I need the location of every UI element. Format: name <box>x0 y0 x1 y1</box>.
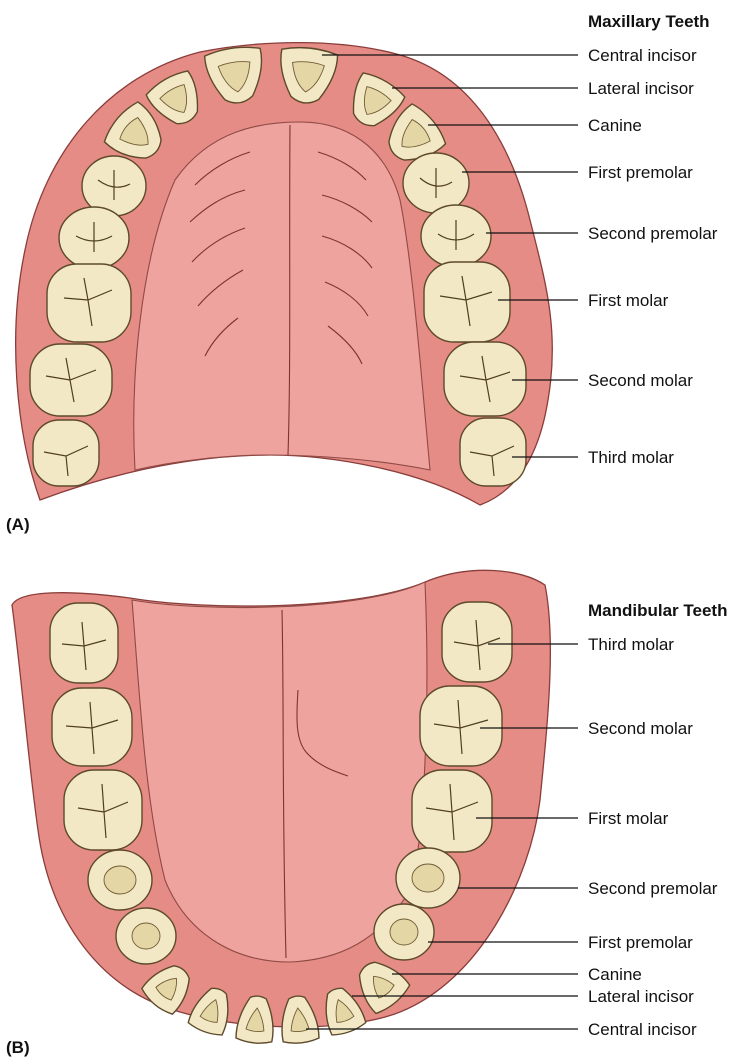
label-upper-lateral-incisor: Lateral incisor <box>588 79 694 98</box>
maxillary-title: Maxillary Teeth <box>588 12 710 31</box>
maxillary-arch <box>16 43 553 505</box>
label-upper-first-premolar: First premolar <box>588 163 693 182</box>
label-lower-canine: Canine <box>588 965 642 984</box>
tooth <box>47 264 131 342</box>
tooth <box>403 153 469 213</box>
tooth <box>444 342 526 416</box>
tooth <box>421 205 491 267</box>
tooth <box>30 344 112 416</box>
tooth <box>420 686 502 766</box>
tooth <box>460 418 526 486</box>
label-upper-second-premolar: Second premolar <box>588 224 718 243</box>
tooth <box>50 603 118 683</box>
label-upper-canine: Canine <box>588 116 642 135</box>
tooth <box>88 850 152 910</box>
panel-label-b: (B) <box>6 1038 30 1057</box>
tooth <box>442 602 512 682</box>
label-lower-first-molar: First molar <box>588 809 669 828</box>
tooth <box>424 262 510 342</box>
label-lower-first-premolar: First premolar <box>588 933 693 952</box>
tooth <box>59 207 129 269</box>
label-lower-central-incisor: Central incisor <box>588 1020 697 1039</box>
tooth <box>412 770 492 852</box>
tooth <box>374 904 434 960</box>
label-upper-second-molar: Second molar <box>588 371 693 390</box>
label-lower-second-premolar: Second premolar <box>588 879 718 898</box>
tooth <box>52 688 132 766</box>
panel-label-a: (A) <box>6 515 30 534</box>
label-lower-third-molar: Third molar <box>588 635 674 654</box>
label-lower-lateral-incisor: Lateral incisor <box>588 987 694 1006</box>
tooth <box>33 420 99 486</box>
label-upper-third-molar: Third molar <box>588 448 674 467</box>
label-lower-second-molar: Second molar <box>588 719 693 738</box>
tooth <box>116 908 176 964</box>
label-upper-first-molar: First molar <box>588 291 669 310</box>
tooth <box>64 770 142 850</box>
mandibular-title: Mandibular Teeth <box>588 601 727 620</box>
label-upper-central-incisor: Central incisor <box>588 46 697 65</box>
tooth <box>396 848 460 908</box>
